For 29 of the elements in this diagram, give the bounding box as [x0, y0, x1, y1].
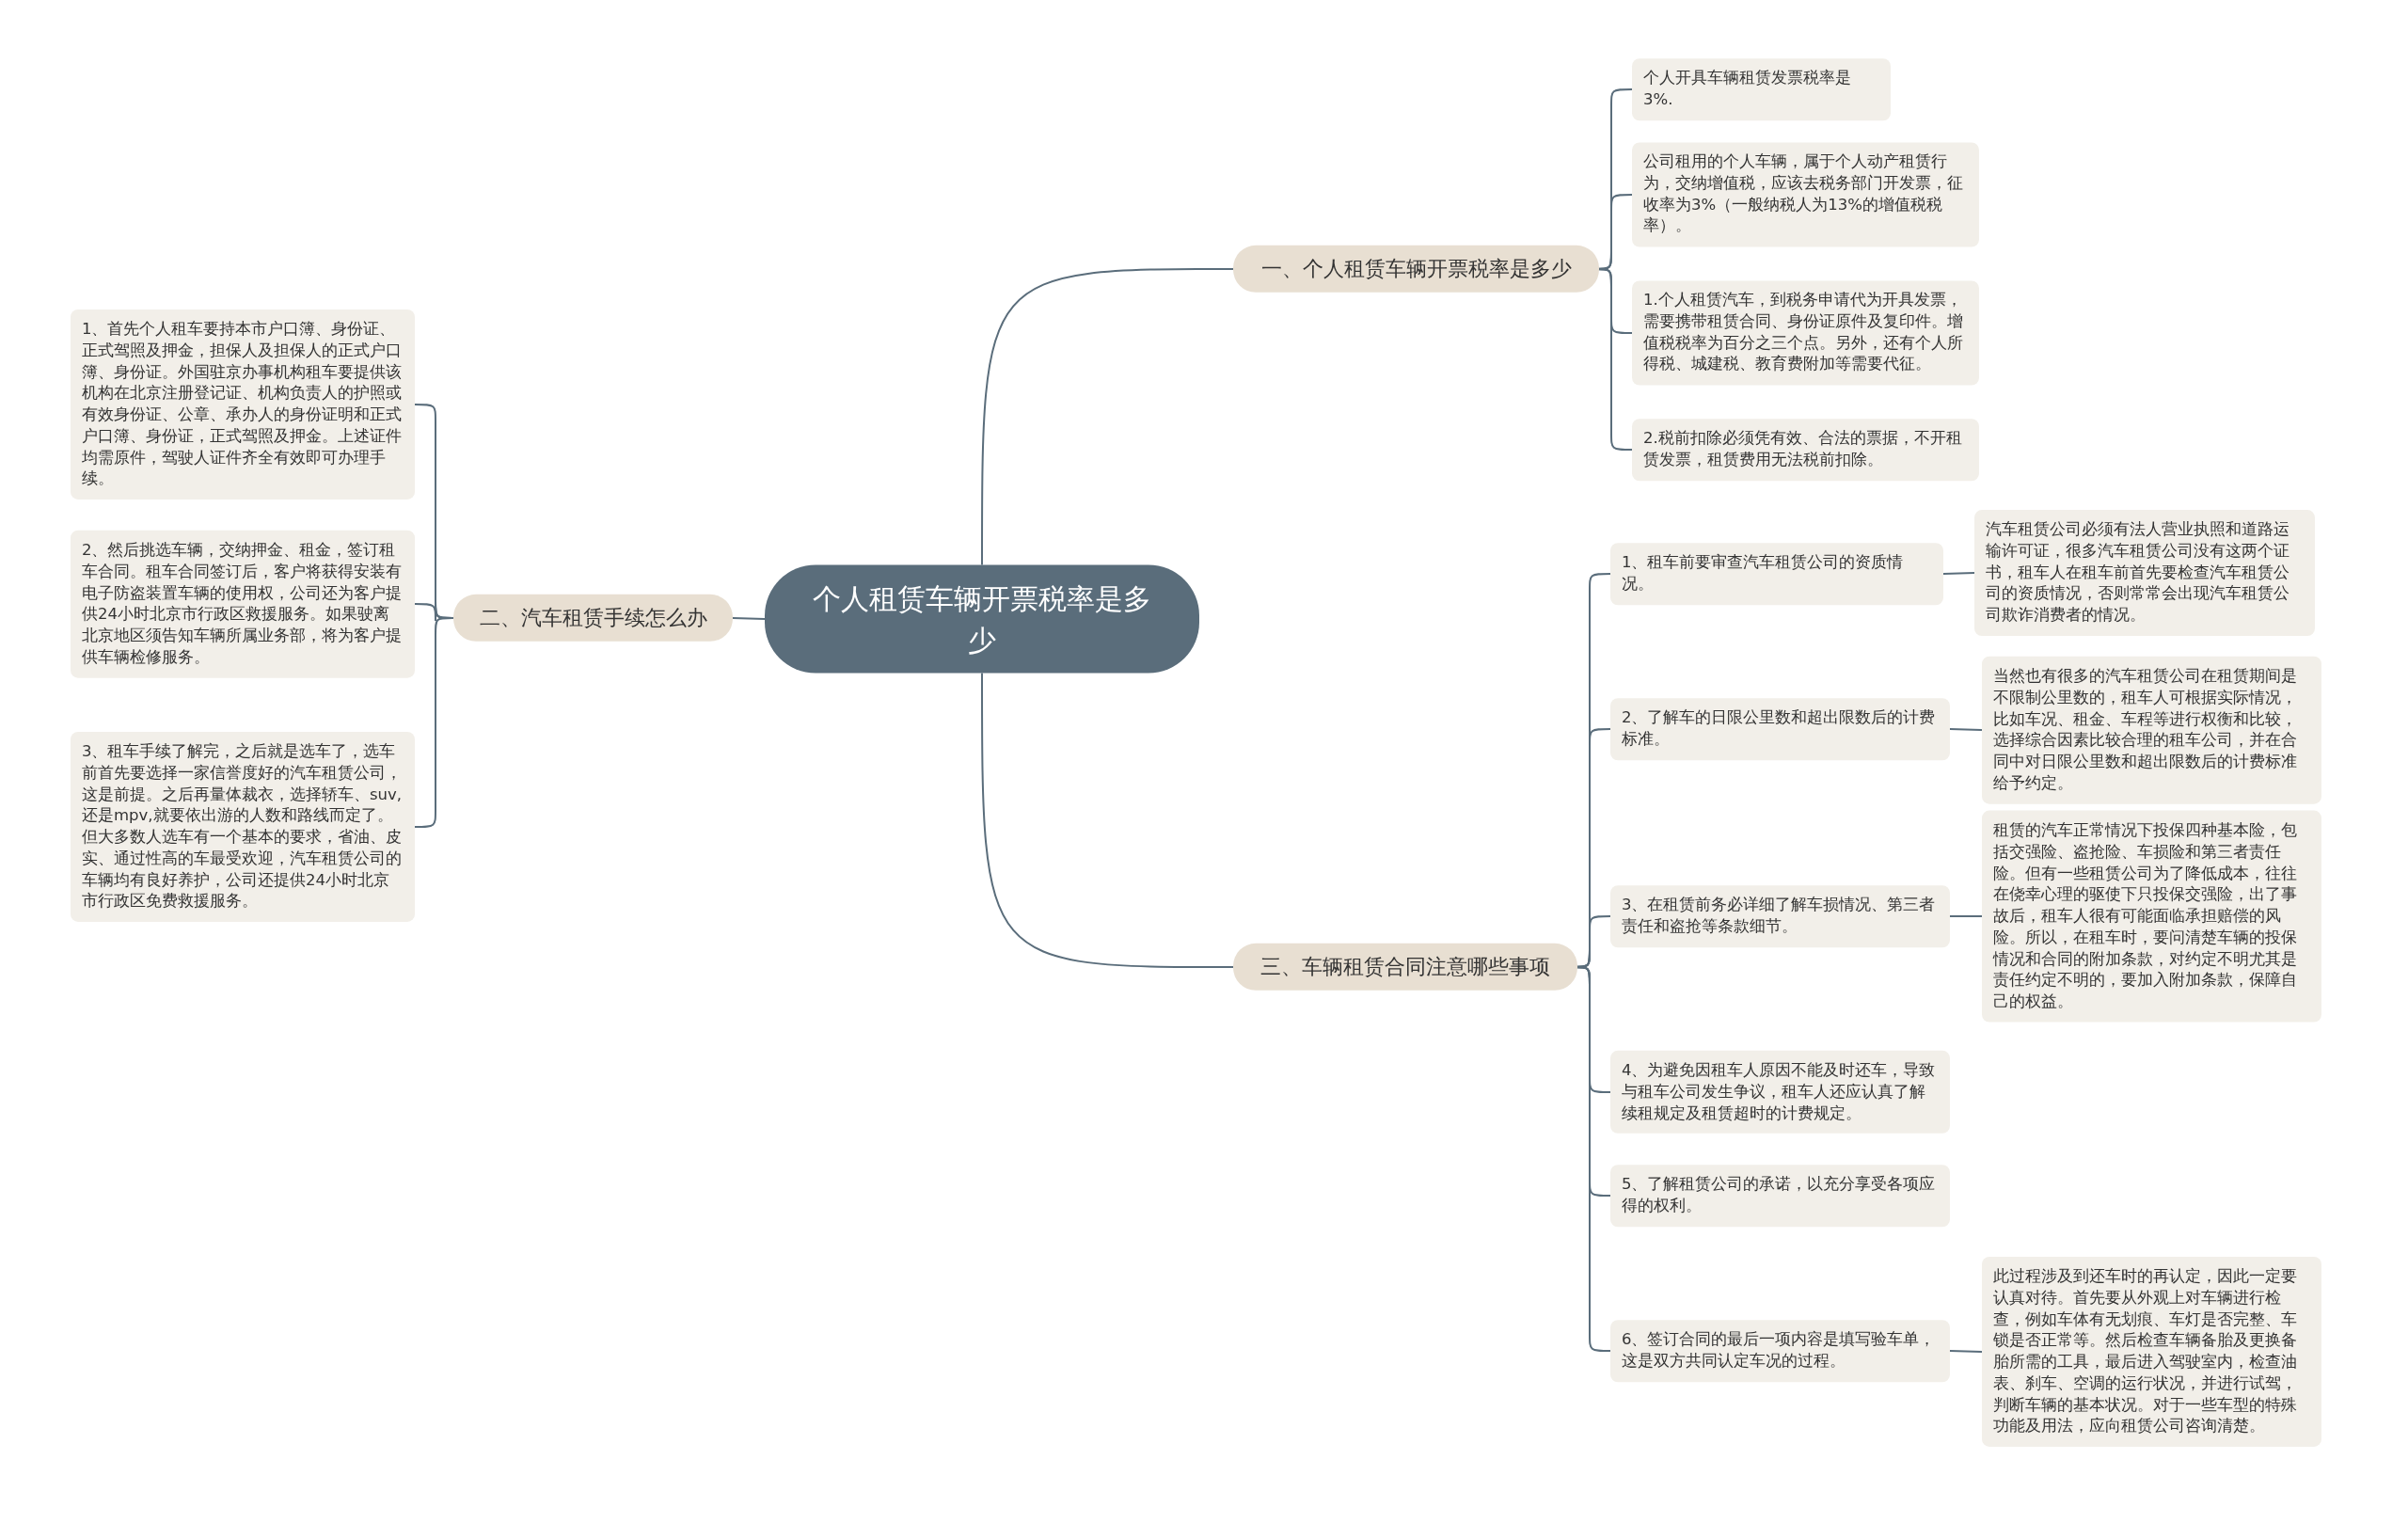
branch-topic: 三、车辆租赁合同注意哪些事项 [1233, 943, 1577, 992]
note-card: 个人开具车辆租赁发票税率是3%. [1632, 58, 1891, 120]
connector-line [732, 617, 766, 620]
note-card: 此过程涉及到还车时的再认定，因此一定要认真对待。首先要从外观上对车辆进行检查，例如车体有无划痕、车灯是否完整、车锁是否正常等。然后检查车辆备胎及更换备胎所需的工具，最后进入驾驶室内，检查油表、刹车、空调的运行状况，并进行试驾，判断车辆的基本状况。对于一些车型的特殊功能及用法，应向租赁公司咨询清楚。 [1982, 1256, 2321, 1448]
note-card: 2.税前扣除必须凭有效、合法的票据，不开租赁发票，租赁费用无法税前扣除。 [1632, 419, 1979, 481]
note-card: 4、为避免因租车人原因不能及时还车，导致与租车公司发生争议，租车人还应认真了解续租规定及租赁超时的计费规定。 [1610, 1050, 1950, 1134]
note-card: 3、租车手续了解完，之后就是选车了，选车前首先要选择一家信誉度好的汽车租赁公司，这是前提。之后再量体裁衣，选择轿车、suv,还是mpv,就要依出游的人数和路线而定了。但大多数人选车有一个基本的要求，省油、皮实、通过性高的车最受欢迎，汽车租赁公司的车辆均有良好养护，公司还提供24小时北京市行政区免费救援服务。 [71, 731, 415, 923]
note-card: 1、租车前要审查汽车租赁公司的资质情况。 [1610, 543, 1943, 605]
note-card: 当然也有很多的汽车租赁公司在租赁期间是不限制公里数的，租车人可根据实际情况，比如车况、租金、车程等进行权衡和比较，选择综合因素比较合理的租车公司，并在合同中对日限公里数和超出限数后的计费标准给予约定。 [1982, 656, 2321, 804]
note-card: 2、然后挑选车辆，交纳押金、租金，签订租车合同。租车合同签订后，客户将获得安装有电子防盗装置车辆的使用权，公司还为客户提供24小时北京市行政区救援服务。如果驶离北京地区须告知车辆所属业务部，将为客户提供车辆检修服务。 [71, 530, 415, 678]
note-card: 公司租用的个人车辆，属于个人动产租赁行为，交纳增值税，应该去税务部门开发票，征收率为3%（一般纳税人为13%的增值税税率）。 [1632, 142, 1979, 247]
note-card: 6、签订合同的最后一项内容是填写验车单，这是双方共同认定车况的过程。 [1610, 1320, 1950, 1382]
note-card: 汽车租赁公司必须有法人营业执照和道路运输许可证，很多汽车租赁公司没有这两个证书，租车人在租车前首先要检查汽车租赁公司的资质情况，否则常常会出现汽车租赁公司欺诈消费者的情况。 [1974, 510, 2315, 636]
connector-line [1942, 572, 1975, 575]
note-card: 5、了解租赁公司的承诺，以充分享受各项应得的权利。 [1610, 1165, 1950, 1227]
connector-line [1949, 1350, 1983, 1353]
central-topic: 个人租赁车辆开票税率是多少 [765, 564, 1199, 674]
branch-topic: 一、个人租赁车辆开票税率是多少 [1233, 245, 1599, 293]
note-card: 租赁的汽车正常情况下投保四种基本险，包括交强险、盗抢险、车损险和第三者责任险。但有一些租赁公司为了降低成本，往往在侥幸心理的驱使下只投保交强险，出了事故后，租车人很有可能面临承担赔偿的风险。所以，在租车时，要问清楚车辆的投保情况和合同的附加条款，对约定不明尤其是责任约定不明的，要加入附加条款，保障自己的权益。 [1982, 810, 2321, 1023]
connector-line [1949, 728, 1983, 731]
connector-line [981, 268, 1234, 566]
connector-line [414, 617, 454, 828]
note-card: 3、在租赁前务必详细了解车损情况、第三者责任和盗抢等条款细节。 [1610, 885, 1950, 947]
note-card: 2、了解车的日限公里数和超出限数后的计费标准。 [1610, 698, 1950, 760]
branch-topic: 二、汽车租赁手续怎么办 [453, 594, 733, 643]
connector-line [1949, 915, 1983, 917]
note-card: 1、首先个人租车要持本市户口簿、身份证、正式驾照及押金，担保人及担保人的正式户口簿、身份证。外国驻京办事机构租车要提供该机构在北京注册登记证、机构负责人的护照或有效身份证、公章、承办人的身份证明和正式户口簿、身份证，正式驾照及押金。上述证件均需原件，驾驶人证件齐全有效即可办理手续。 [71, 309, 415, 500]
connector-line [981, 672, 1234, 968]
note-card: 1.个人租赁汽车，到税务申请代为开具发票，需要携带租赁合同、身份证原件及复印件。增值税税率为百分之三个点。另外，还有个人所得税、城建税、教育费附加等需要代征。 [1632, 280, 1979, 386]
